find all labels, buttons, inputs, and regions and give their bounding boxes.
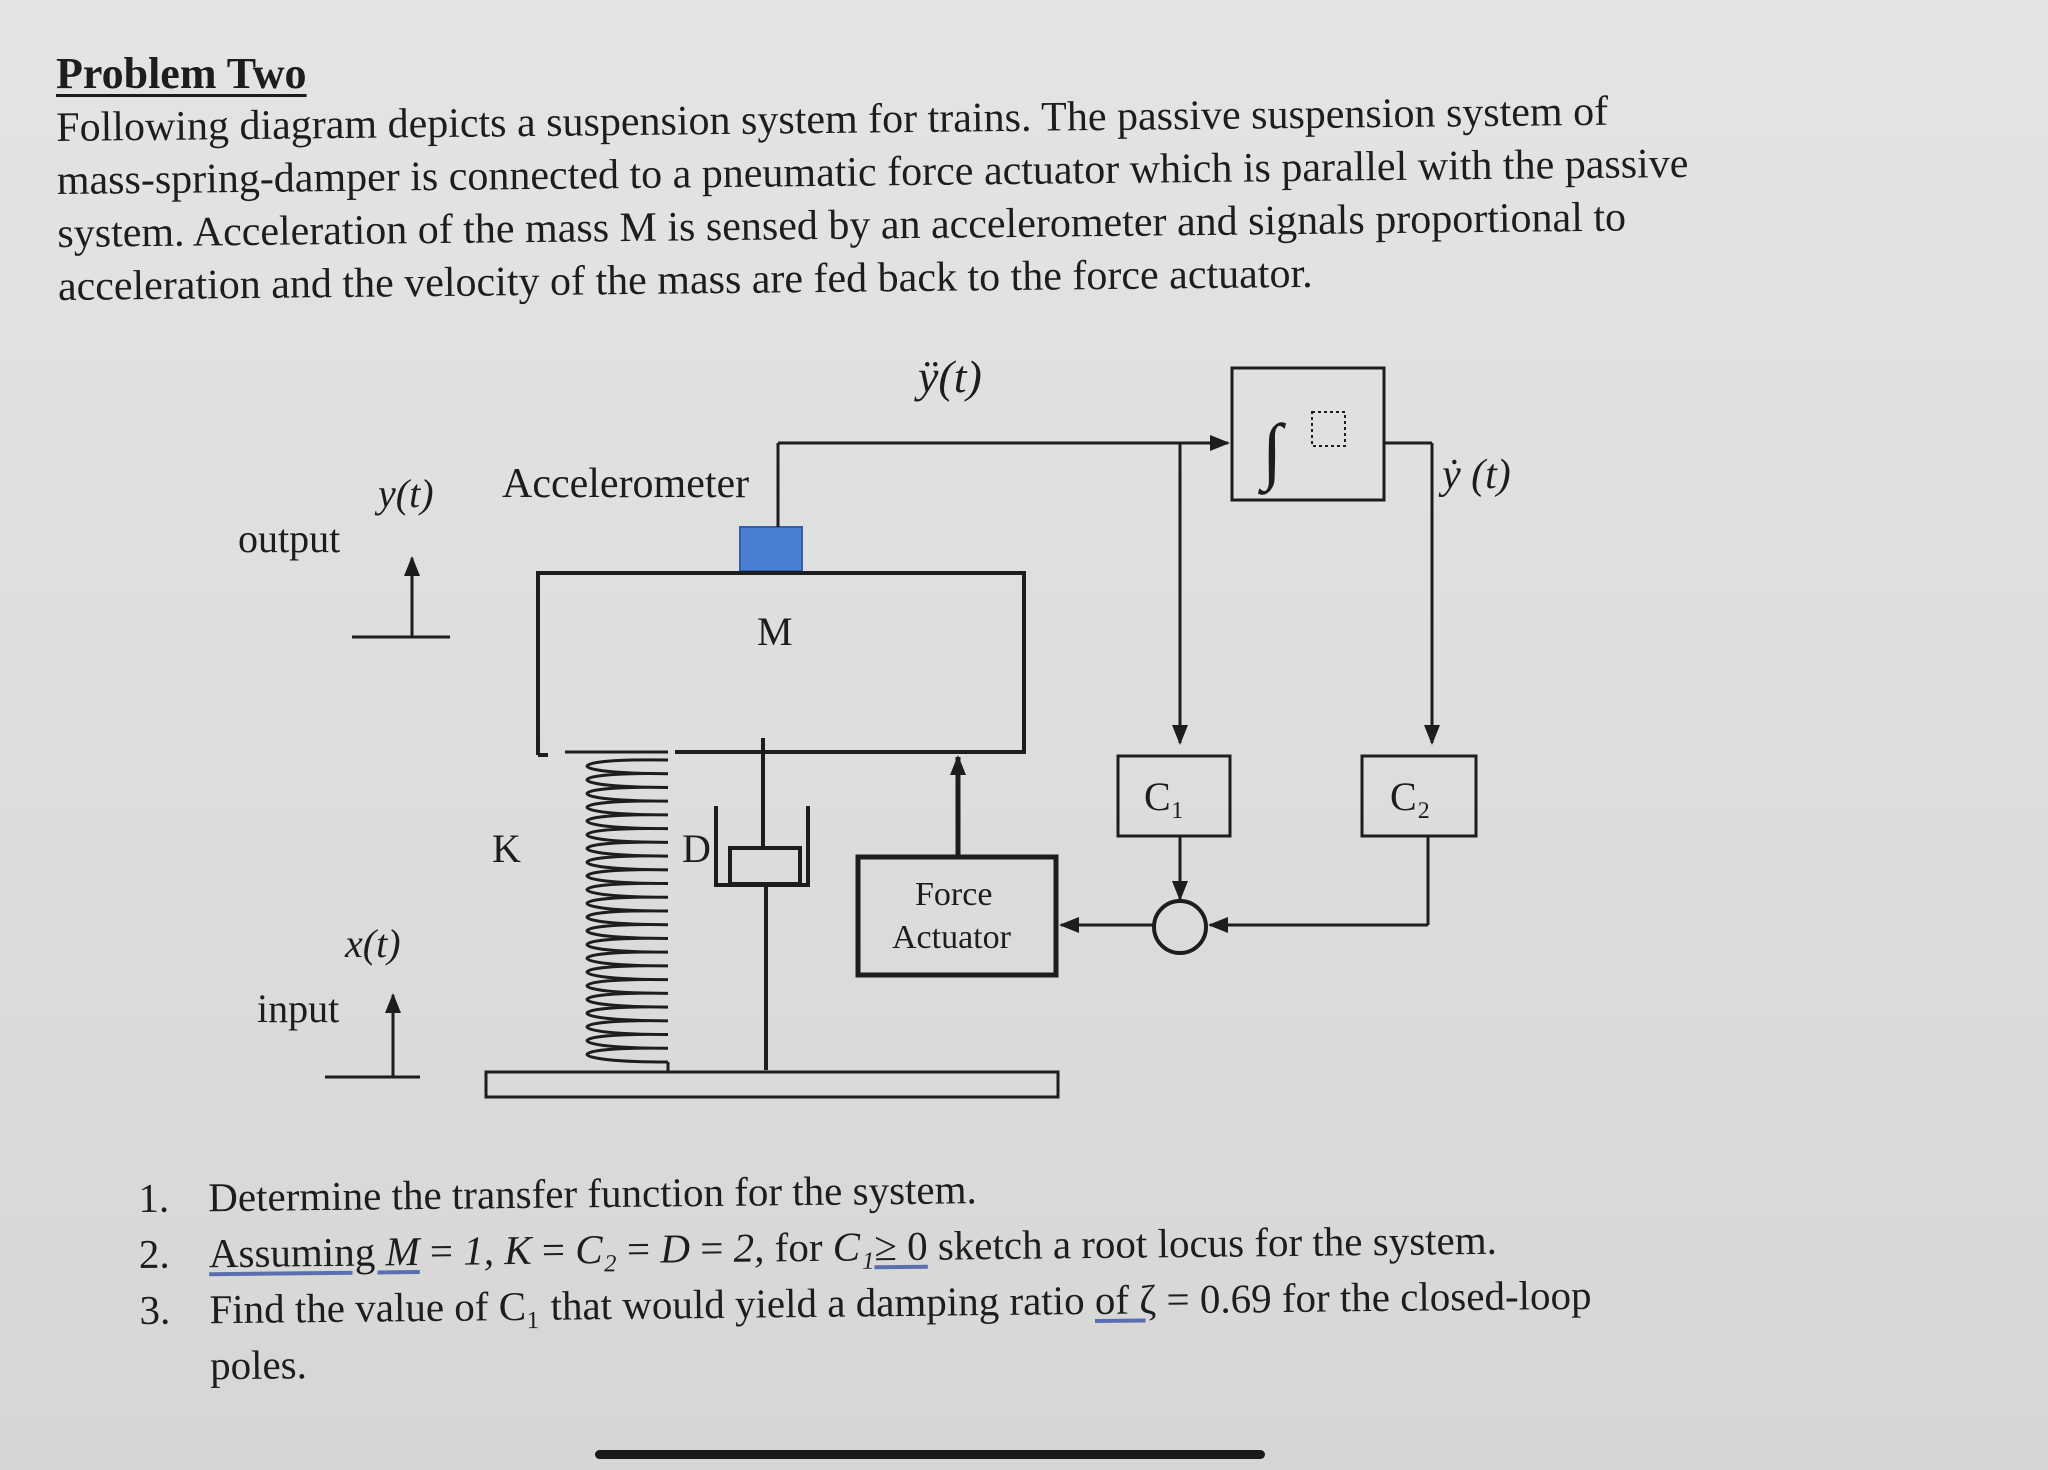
force-actuator-label-line1: Force [915,876,992,913]
home-indicator-bar [595,1450,1265,1459]
force-actuator-block [855,854,1059,978]
output-label: output [238,516,340,561]
question-2-part-d: 1, K [462,1226,532,1274]
question-1-number: 1. [138,1174,170,1221]
spring-label: K [492,826,521,871]
accelerometer-sensor [739,526,803,572]
question-2-part-n: sketch a root locus for the system. [927,1216,1498,1269]
ground-plate [484,1070,1060,1099]
output-var-label: y(t) [374,471,434,516]
question-2-part-f: C₂ [574,1225,618,1273]
input-label: input [257,986,339,1031]
question-2-part-m: ≥ 0 [874,1222,928,1270]
question-2-part-i: = [689,1224,734,1272]
gain-c2-block [1360,754,1478,838]
question-3-underlined: of ζ [1094,1276,1157,1323]
question-2-part-b: M [385,1228,420,1275]
feedback-lines [1059,836,1430,933]
velocity-signal-label: ẏ (t) [1438,452,1511,498]
gain-c1-block [1116,754,1232,838]
question-2-part-h: D [660,1225,691,1272]
question-2-part-e: = [531,1226,576,1273]
question-3-text: Find the value of C₁ that would yield a … [209,1276,1096,1333]
question-2-part-k: for [764,1223,833,1271]
question-1-text: Determine the transfer function for the … [208,1166,977,1221]
integrator-placeholder-icon [1311,411,1346,447]
question-3-number: 3. [139,1286,171,1333]
gain-c2-label: C₂ [1390,774,1431,819]
spring [565,750,670,1072]
question-2-part-l: C₁ [832,1223,875,1270]
question-2-part-a: Assuming [208,1228,386,1277]
question-2-part-c: = [419,1227,464,1275]
question-3-text-after: = 0.69 for the closed-loop [1155,1271,1592,1323]
damper [714,738,810,1070]
mass-block [536,571,1026,757]
accelerometer-label: Accelerometer [502,461,749,507]
problem-title: Problem Two [56,49,307,98]
input-arrow [325,993,420,1079]
force-actuator-label-line2: Actuator [892,919,1012,956]
integral-icon: ∫ [1258,410,1287,495]
question-2-part-g: = [616,1225,661,1272]
gain-c1-label: C₁ [1144,774,1185,819]
output-arrow [352,556,450,639]
accel-signal-label: ÿ(t) [914,351,982,402]
question-2-part-j: 2, [733,1224,765,1271]
velocity-signal-line [1384,441,1440,745]
summing-junction [1152,899,1208,955]
input-var-label: x(t) [344,921,401,966]
question-2-number: 2. [138,1230,170,1277]
damper-label: D [682,826,711,871]
accel-signal-line [776,435,1230,745]
mass-label: M [757,609,793,654]
integrator-block [1230,366,1386,502]
question-list: 1. Determine the transfer function for t… [138,1153,1740,1394]
